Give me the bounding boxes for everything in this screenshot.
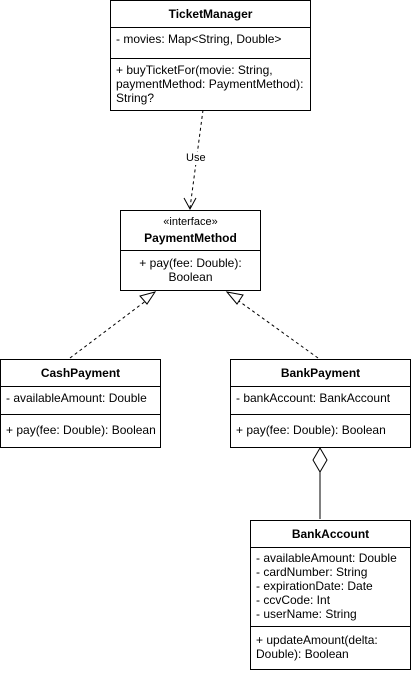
class-attributes: - availableAmount: Double - cardNumber: … [251,548,410,627]
class-name: PaymentMethod [144,231,237,245]
operation-line: String? [116,91,155,105]
attribute: - ccvCode: Int [256,593,331,607]
attribute: - availableAmount: Double [6,391,147,405]
class-attributes: - movies: Map<String, Double> [111,28,310,59]
class-name: CashPayment [1,360,160,387]
realization-line-cash [69,299,148,359]
operation-line: Double): Boolean [256,647,349,661]
attribute: - expirationDate: Date [256,579,373,593]
class-ticket-manager[interactable]: TicketManager - movies: Map<String, Doub… [110,0,311,111]
attribute: - cardNumber: String [256,565,368,579]
operation-line: paymentMethod: PaymentMethod): [116,77,304,91]
class-bank-account[interactable]: BankAccount - availableAmount: Double - … [250,520,411,670]
attribute: - bankAccount: BankAccount [236,391,391,405]
class-attributes: - bankAccount: BankAccount [231,387,410,415]
class-operations: + buyTicketFor(movie: String, paymentMet… [111,59,310,109]
realization-line-bank [235,298,319,359]
interface-header: «interface» PaymentMethod [121,211,260,251]
class-bank-payment[interactable]: BankPayment - bankAccount: BankAccount +… [230,359,411,448]
operation-line: Boolean [168,270,213,284]
class-name: BankAccount [251,521,410,548]
stereotype-label: «interface» [163,216,218,228]
attribute: - availableAmount: Double [256,551,397,565]
class-operations: + pay(fee: Double): Boolean [121,251,260,288]
attribute: - userName: String [256,607,357,621]
dependency-arrowhead [183,197,197,211]
operation-line: + pay(fee: Double): [139,256,242,270]
class-attributes: - availableAmount: Double [1,387,160,415]
class-name: BankPayment [231,360,410,387]
interface-payment-method[interactable]: «interface» PaymentMethod + pay(fee: Dou… [120,210,261,291]
operation-line: + updateAmount(delta: [256,633,378,647]
class-operations: + pay(fee: Double): Boolean [1,415,160,441]
use-label: Use [184,152,208,165]
class-operations: + pay(fee: Double): Boolean [231,415,410,441]
operation-line: + pay(fee: Double): Boolean [6,423,156,437]
class-name: TicketManager [111,1,310,28]
realization-arrowhead-cash [139,291,157,305]
operation-line: + buyTicketFor(movie: String, [116,63,273,77]
operation-line: + pay(fee: Double): Boolean [236,423,386,437]
class-cash-payment[interactable]: CashPayment - availableAmount: Double + … [0,359,161,448]
realization-arrowhead-bank [225,291,244,305]
aggregation-diamond [312,447,328,473]
attribute: - movies: Map<String, Double> [116,32,282,46]
class-operations: + updateAmount(delta: Double): Boolean [251,627,410,665]
